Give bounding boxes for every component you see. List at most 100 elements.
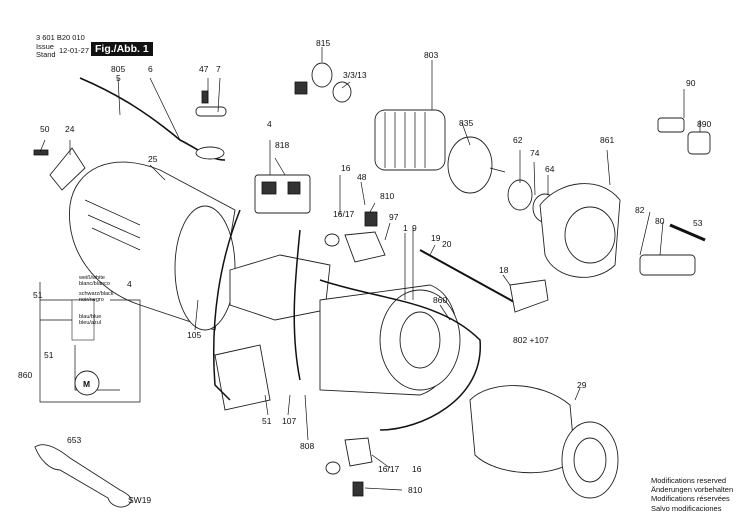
label-24: 24 [65, 124, 75, 134]
note-line-2: Änderungen vorbehalten [651, 485, 734, 495]
label-51: 51 [262, 416, 272, 426]
label-653: 653 [67, 435, 81, 445]
brush-holder-16 [344, 231, 386, 263]
label-47: 47 [199, 64, 209, 74]
label-5: 5 [116, 73, 121, 83]
doc-number: 3 601 B20 010 [36, 33, 85, 42]
screw-50 [33, 149, 49, 156]
slide-switch-18 [509, 279, 549, 313]
wire-blue-label-2: bleu/azul [79, 320, 101, 326]
armature-803 [374, 109, 506, 194]
label-802-107: 802 +107 [513, 335, 549, 345]
label-890: 890 [697, 119, 711, 129]
gear-housing-29 [469, 385, 619, 499]
label-4-schematic: 4 [127, 279, 132, 289]
label-19: 19 [431, 233, 441, 243]
motor-symbol: M [83, 379, 90, 389]
wiring-schematic: M weiß/white blanc/blanco schwarz/black … [39, 275, 141, 403]
cable-clamp-7 [195, 106, 227, 117]
brush-part [294, 81, 308, 95]
label-97: 97 [389, 212, 399, 222]
wire-blue [293, 229, 301, 381]
wire-blue-label: blau/blue [79, 314, 101, 320]
bearing-62 [507, 179, 533, 211]
collet-nut-890 [687, 131, 711, 155]
label-861: 861 [600, 135, 614, 145]
label-9: 9 [412, 223, 417, 233]
label-64: 64 [545, 164, 555, 174]
bearing-815 [311, 62, 333, 88]
label-20: 20 [442, 239, 452, 249]
wire-white-label-2: blanc/blanco [79, 281, 110, 287]
leader-lines [39, 47, 701, 491]
wire-white [319, 279, 481, 431]
wire-black-label: schwarz/black [79, 291, 114, 297]
wire-black [213, 209, 241, 401]
part-labels: 815 3/3/13 803 805 5 6 47 7 90 890 50 24… [18, 38, 711, 505]
label-16-17: 16/17 [333, 209, 355, 219]
screw-47 [201, 90, 209, 104]
label-808: 808 [300, 441, 314, 451]
label-860: 860 [433, 295, 447, 305]
label-815: 815 [316, 38, 330, 48]
label-51-b: 51 [44, 350, 54, 360]
label-80: 80 [655, 216, 665, 226]
label-835: 835 [459, 118, 473, 128]
spring-16-17 [324, 233, 340, 247]
label-16-lower: 16 [412, 464, 422, 474]
note-line-3: Modifications réservées [651, 494, 730, 504]
label-105: 105 [187, 330, 201, 340]
note-line-4: Salvo modificaciones [651, 503, 722, 513]
spring-16-17-lower [325, 461, 341, 475]
label-62: 62 [513, 135, 523, 145]
label-16: 16 [341, 163, 351, 173]
label-810: 810 [380, 191, 394, 201]
spindle-80 [639, 254, 696, 276]
label-3-3-13: 3/3/13 [343, 70, 367, 80]
cable-protector [195, 146, 225, 160]
switch-4 [254, 174, 311, 214]
figure-label: Fig./Abb. 1 [91, 42, 153, 56]
modification-notes: Modifications reserved Änderungen vorbeh… [651, 476, 733, 513]
bearing-flange-82 [539, 183, 621, 278]
label-48: 48 [357, 172, 367, 182]
note-line-1: Modifications reserved [651, 476, 727, 485]
label-16-17-lower: 16/17 [378, 464, 400, 474]
motor-housing-25 [69, 161, 236, 331]
label-82: 82 [635, 205, 645, 215]
screw-53 [669, 223, 706, 242]
brush-holder-16-lower [344, 437, 373, 467]
issue-date: 12-01-27 [59, 46, 90, 55]
label-sw19: SW19 [128, 495, 151, 505]
issue-label: Issue [36, 42, 54, 51]
label-51-a: 51 [33, 290, 43, 300]
label-7: 7 [216, 64, 221, 74]
label-803: 803 [424, 50, 438, 60]
label-1: 1 [403, 223, 408, 233]
wire-white-label: weiß/white [78, 275, 105, 281]
wrench-653 [34, 444, 132, 508]
motor-housing-1 [214, 254, 461, 411]
label-53: 53 [693, 218, 703, 228]
collet-90 [657, 117, 685, 133]
label-74: 74 [530, 148, 540, 158]
label-818: 818 [275, 140, 289, 150]
label-18: 18 [499, 265, 509, 275]
washer-3 [332, 81, 352, 103]
label-4: 4 [267, 119, 272, 129]
wire-black-label-2: noir/negro [79, 297, 104, 303]
label-25: 25 [148, 154, 158, 164]
label-107: 107 [282, 416, 296, 426]
label-860-schematic: 860 [18, 370, 32, 380]
label-50: 50 [40, 124, 50, 134]
stand-label: Stand [36, 50, 56, 59]
carbon-brush-810-lower [352, 481, 364, 497]
label-810-lower: 810 [408, 485, 422, 495]
label-29: 29 [577, 380, 587, 390]
handle-part-24 [49, 147, 86, 191]
label-6: 6 [148, 64, 153, 74]
carbon-brush-810 [364, 211, 378, 227]
label-90: 90 [686, 78, 696, 88]
label-805: 805 [111, 64, 125, 74]
